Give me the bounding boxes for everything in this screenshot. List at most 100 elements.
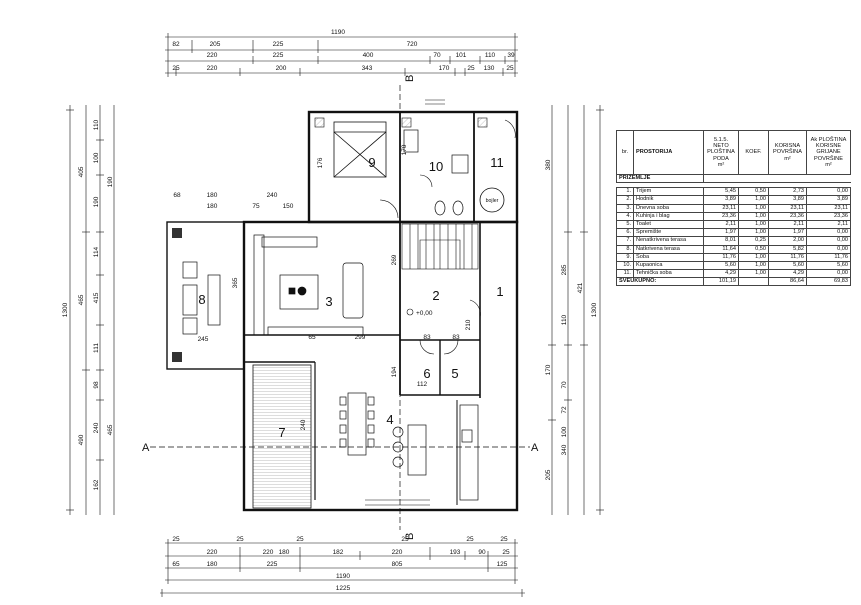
bottom-dim-labels: 25 25 25 25 25 25 220 220 180 182 220 19… (172, 536, 510, 592)
svg-text:220: 220 (207, 65, 218, 72)
svg-text:25: 25 (466, 536, 474, 543)
svg-text:225: 225 (267, 561, 278, 568)
svg-text:25: 25 (500, 536, 508, 543)
table-cell: Nenatkrivena terasa (633, 236, 704, 246)
svg-text:225: 225 (273, 52, 284, 59)
table-cell: 0,50 (738, 187, 769, 197)
col-korisna: KORISNA POVRŠINA m² (768, 130, 807, 175)
table-cell: 11. (616, 269, 634, 279)
elevation-marker (406, 308, 414, 316)
terrace-furniture (182, 261, 221, 335)
room-1-label: 1 (496, 284, 503, 299)
table-cell: 4,29 (703, 269, 739, 279)
uncovered-terrace (252, 364, 312, 509)
svg-text:190: 190 (107, 176, 114, 187)
table-cell: 4,29 (768, 269, 807, 279)
svg-text:110: 110 (93, 119, 100, 130)
terrace-pillars (172, 117, 488, 362)
section-marks: A A B B (142, 75, 539, 540)
table-cell: Spremište (633, 228, 704, 238)
table-cell: 2,11 (768, 219, 807, 230)
col-koef: KOEF. (738, 130, 769, 175)
svg-text:90: 90 (478, 549, 486, 556)
svg-text:+0,00: +0,00 (416, 310, 433, 317)
table-cell: 23,11 (703, 203, 739, 213)
table-cell: 0,50 (738, 244, 769, 254)
svg-text:39: 39 (507, 52, 515, 59)
room-7-label: 7 (278, 425, 285, 440)
svg-text:82: 82 (172, 41, 180, 48)
table-cell: 11,76 (806, 252, 851, 262)
svg-text:101: 101 (456, 52, 467, 59)
room-9-label: 9 (368, 155, 375, 170)
table-cell: Toalet (633, 219, 704, 230)
svg-text:170: 170 (401, 144, 408, 155)
table-cell: Kuhinja i blag (633, 211, 704, 221)
room-6-label: 6 (423, 366, 430, 381)
table-cell: 23,36 (703, 211, 739, 221)
table-total-row: SVEUKUPNO: 101,19 86,64 69,83 (616, 277, 851, 287)
table-cell: 5,60 (703, 260, 739, 271)
room-8-label: 8 (198, 292, 205, 307)
left-dim-labels: 1300 405 465 490 110 100 190 114 415 111… (62, 119, 114, 490)
col-neto: 5.1.5. NETO PLOŠTINA PODA m² (703, 130, 739, 175)
table-cell: 3,89 (703, 195, 739, 205)
table-cell: 5. (616, 219, 634, 230)
table-cell: 1,00 (738, 228, 769, 238)
svg-text:25: 25 (506, 65, 514, 72)
svg-text:465: 465 (107, 424, 114, 435)
svg-text:112: 112 (417, 381, 428, 388)
svg-text:162: 162 (93, 479, 100, 490)
table-cell: 2. (616, 195, 634, 205)
svg-text:180: 180 (279, 549, 290, 556)
svg-text:83: 83 (452, 334, 460, 341)
svg-text:220: 220 (207, 549, 218, 556)
svg-text:25: 25 (467, 65, 475, 72)
bed (333, 121, 387, 178)
svg-text:180: 180 (207, 203, 218, 210)
svg-text:180: 180 (207, 192, 218, 199)
svg-text:200: 200 (276, 65, 287, 72)
svg-text:299: 299 (355, 334, 366, 341)
svg-text:110: 110 (485, 52, 496, 59)
room-3-label: 3 (325, 294, 332, 309)
right-dimensions (548, 105, 604, 515)
table-cell: 1,00 (738, 252, 769, 262)
top-dim-labels: 1190 82 205 225 720 220 225 400 70 101 1… (172, 29, 515, 72)
table-cell: 0,00 (806, 187, 851, 197)
walls (166, 110, 519, 512)
table-cell: 2,00 (768, 236, 807, 246)
room-10-label: 10 (429, 159, 443, 174)
table-cell: 2,11 (806, 219, 851, 230)
svg-text:B: B (404, 533, 416, 540)
room-11-label: 11 (490, 155, 504, 170)
top-dimensions (165, 36, 518, 74)
svg-text:190: 190 (93, 196, 100, 207)
table-cell: 1,97 (703, 228, 739, 238)
windows (365, 99, 445, 506)
svg-text:25: 25 (172, 536, 180, 543)
svg-text:110: 110 (561, 314, 568, 325)
table-cell: 1,00 (738, 269, 769, 279)
svg-text:114: 114 (93, 246, 100, 257)
bathroom-fixtures (403, 129, 469, 216)
svg-text:405: 405 (78, 166, 85, 177)
table-cell: 0,00 (806, 236, 851, 246)
svg-text:415: 415 (93, 292, 100, 303)
svg-text:220: 220 (392, 549, 403, 556)
table-cell: Hodnik (633, 195, 704, 205)
svg-text:70: 70 (561, 381, 568, 389)
table-cell: Dnevna soba (633, 203, 704, 213)
table-cell: Trijem (633, 187, 704, 197)
svg-text:1225: 1225 (336, 585, 351, 592)
room-5-label: 5 (451, 366, 458, 381)
svg-text:72: 72 (561, 406, 568, 414)
svg-text:245: 245 (198, 336, 209, 343)
svg-text:70: 70 (433, 52, 441, 59)
svg-text:465: 465 (78, 294, 85, 305)
